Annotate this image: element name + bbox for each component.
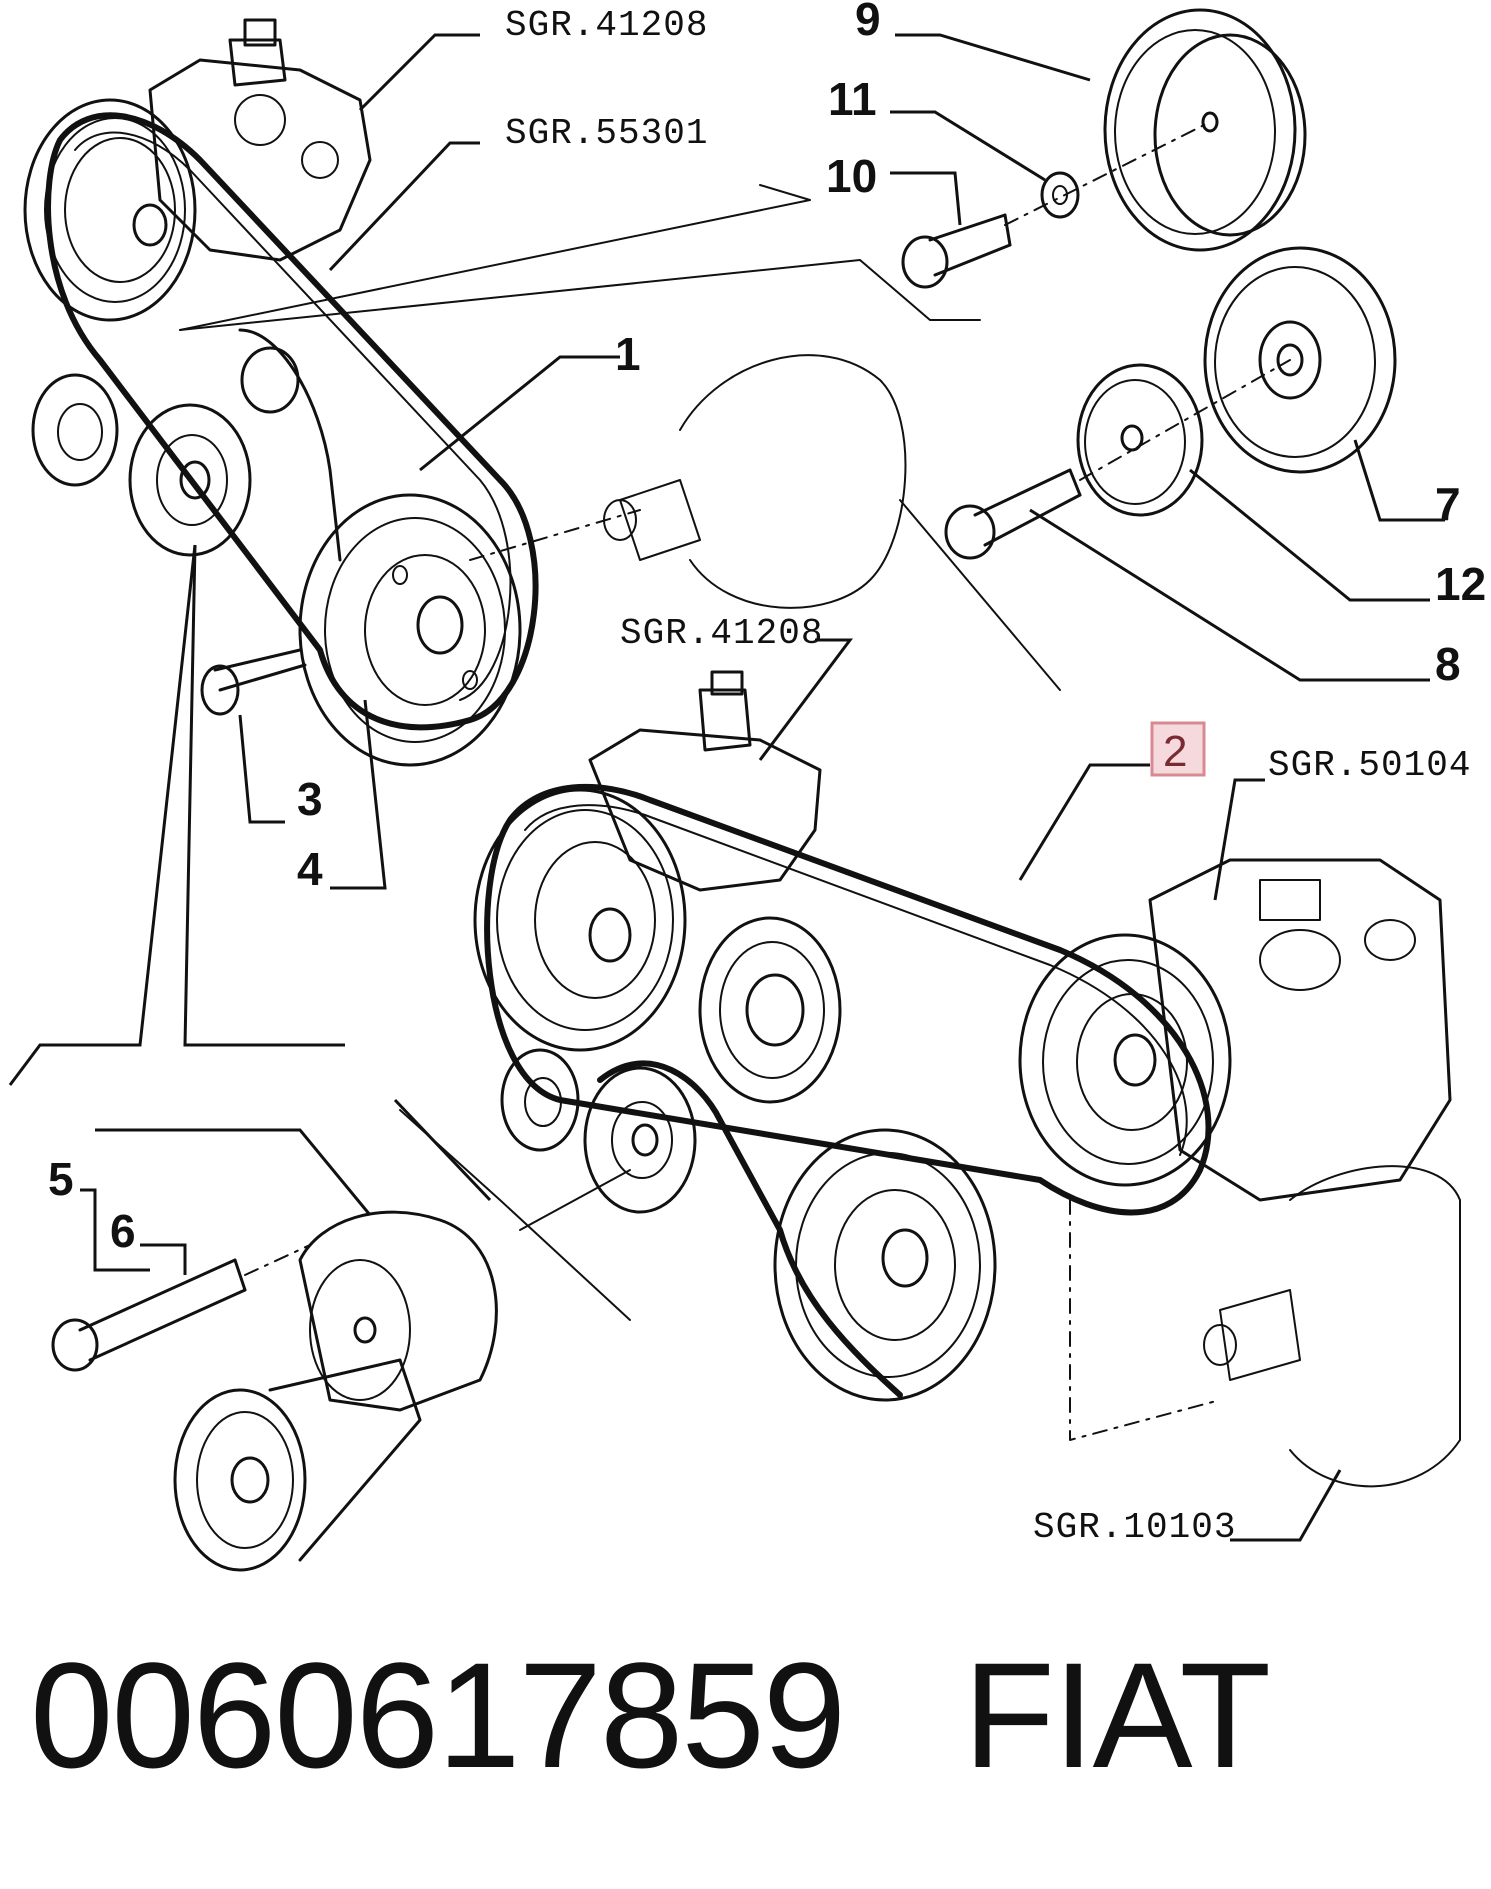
lower-crank-pulley xyxy=(773,1128,997,1402)
bolt-6 xyxy=(51,1258,247,1372)
ref-sgr-41208-top: SGR.41208 xyxy=(505,5,708,46)
ref-sgr-10103: SGR.10103 xyxy=(1033,1507,1236,1548)
upper-pump-pulley xyxy=(23,98,197,322)
washer-11 xyxy=(1040,171,1080,219)
upper-belt-outer xyxy=(45,112,539,731)
callout-5: 5 xyxy=(48,1153,74,1205)
bolt-8 xyxy=(944,468,1082,560)
ref-sgr-50104: SGR.50104 xyxy=(1268,745,1471,786)
callout-2-highlight[interactable]: 2 xyxy=(1150,721,1206,777)
belt-2 xyxy=(484,783,1212,1216)
lower-pump-pulley xyxy=(473,788,687,1052)
callout-2[interactable]: 2 xyxy=(1163,727,1187,776)
lower-pump xyxy=(588,670,822,892)
reference-labels: SGR.41208 SGR.55301 SGR.41208 SGR.50104 … xyxy=(505,5,1471,1548)
ac-pulley xyxy=(1018,933,1232,1187)
lower-engine-outline xyxy=(1203,1165,1461,1488)
lower-tensioner xyxy=(500,1048,697,1214)
bolt-3 xyxy=(200,648,307,716)
callout-12: 12 xyxy=(1435,558,1486,610)
pulley-9 xyxy=(1103,8,1307,252)
callout-numbers: 1 3 4 5 6 7 8 9 10 11 12 2 xyxy=(48,0,1486,1257)
callout-1: 1 xyxy=(615,328,641,380)
tensioner-assembly-5 xyxy=(173,1210,498,1572)
part-caption: 0060617859 FIAT xyxy=(30,1631,1271,1799)
callout-7: 7 xyxy=(1435,478,1461,530)
idler-pulley-7 xyxy=(1203,246,1397,474)
ac-compressor xyxy=(1148,858,1452,1202)
callout-11: 11 xyxy=(828,73,877,125)
callout-6: 6 xyxy=(110,1205,136,1257)
cover-12 xyxy=(1076,363,1204,517)
callout-lines xyxy=(8,33,1445,1542)
part-number: 0060617859 xyxy=(30,1631,846,1799)
upper-belt-assembly xyxy=(23,18,1061,767)
upper-crank-pulley xyxy=(298,493,522,767)
lower-belt-assembly xyxy=(399,670,1461,1488)
callout-10: 10 xyxy=(826,150,877,202)
lower-idler xyxy=(698,916,842,1104)
callout-9: 9 xyxy=(855,0,881,45)
upper-tensioner xyxy=(31,328,342,562)
brand-name: FIAT xyxy=(963,1631,1271,1799)
upper-engine-outline xyxy=(603,354,907,609)
callout-8: 8 xyxy=(1435,638,1461,690)
ref-sgr-55301: SGR.55301 xyxy=(505,113,708,154)
ref-sgr-41208-mid: SGR.41208 xyxy=(620,613,823,654)
callout-3: 3 xyxy=(297,773,323,825)
bolt-10 xyxy=(901,213,1012,289)
callout-4: 4 xyxy=(297,843,323,895)
